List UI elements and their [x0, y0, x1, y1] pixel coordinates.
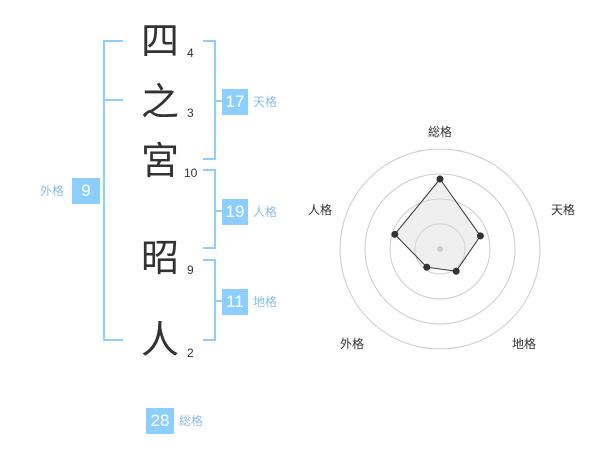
stroke-count-4: 9: [187, 263, 194, 277]
radar-series-polygon: [394, 178, 482, 272]
soukaku-value-badge: 28: [146, 408, 174, 434]
name-char-1: 四: [140, 19, 179, 63]
name-char-2: 之: [140, 80, 179, 124]
radar-point-2: [476, 232, 484, 240]
radar-axis-label-jinkaku: 人格: [308, 203, 333, 217]
stroke-count-1: 4: [187, 46, 194, 60]
radar-center-dot: [437, 246, 443, 252]
radar-point-3: [452, 267, 460, 275]
name-char-3: 宮: [140, 139, 179, 183]
stroke-count-3: 10: [184, 166, 198, 180]
radar-axis-label-gaikaku: 外格: [340, 337, 365, 351]
stroke-count-5: 2: [187, 346, 194, 360]
radar-axis-label-chikaku: 地格: [512, 337, 537, 351]
soukaku-label: 総格: [179, 414, 204, 428]
gaikaku-value-badge: 9: [72, 178, 100, 204]
radar-grid-ring-2: [389, 198, 491, 300]
chikaku-label: 地格: [253, 295, 278, 309]
radar-grid-ring-1: [414, 223, 466, 275]
tenkaku-value-badge: 17: [222, 89, 248, 115]
name-char-5: 人: [140, 318, 179, 362]
jinkaku-bracket: [203, 169, 216, 249]
stroke-count-2: 3: [187, 106, 194, 120]
radar-point-1: [436, 175, 444, 183]
gaikaku-label: 外格: [40, 184, 65, 198]
radar-point-4: [423, 263, 431, 271]
radar-axis-label-tenkaku: 天格: [551, 203, 576, 217]
radar-grid-ring-4: [339, 148, 541, 350]
chikaku-value-badge: 11: [222, 289, 248, 315]
jinkaku-value-badge: 19: [222, 199, 248, 225]
radar-point-5: [391, 230, 399, 238]
radar-axis-label-soukaku: 総格: [428, 125, 453, 139]
radar-grid-ring-3: [364, 173, 516, 325]
jinkaku-label: 人格: [253, 205, 278, 219]
name-char-4: 昭: [140, 236, 179, 280]
tenkaku-label: 天格: [253, 95, 278, 109]
gaikaku-bracket: [103, 40, 123, 341]
